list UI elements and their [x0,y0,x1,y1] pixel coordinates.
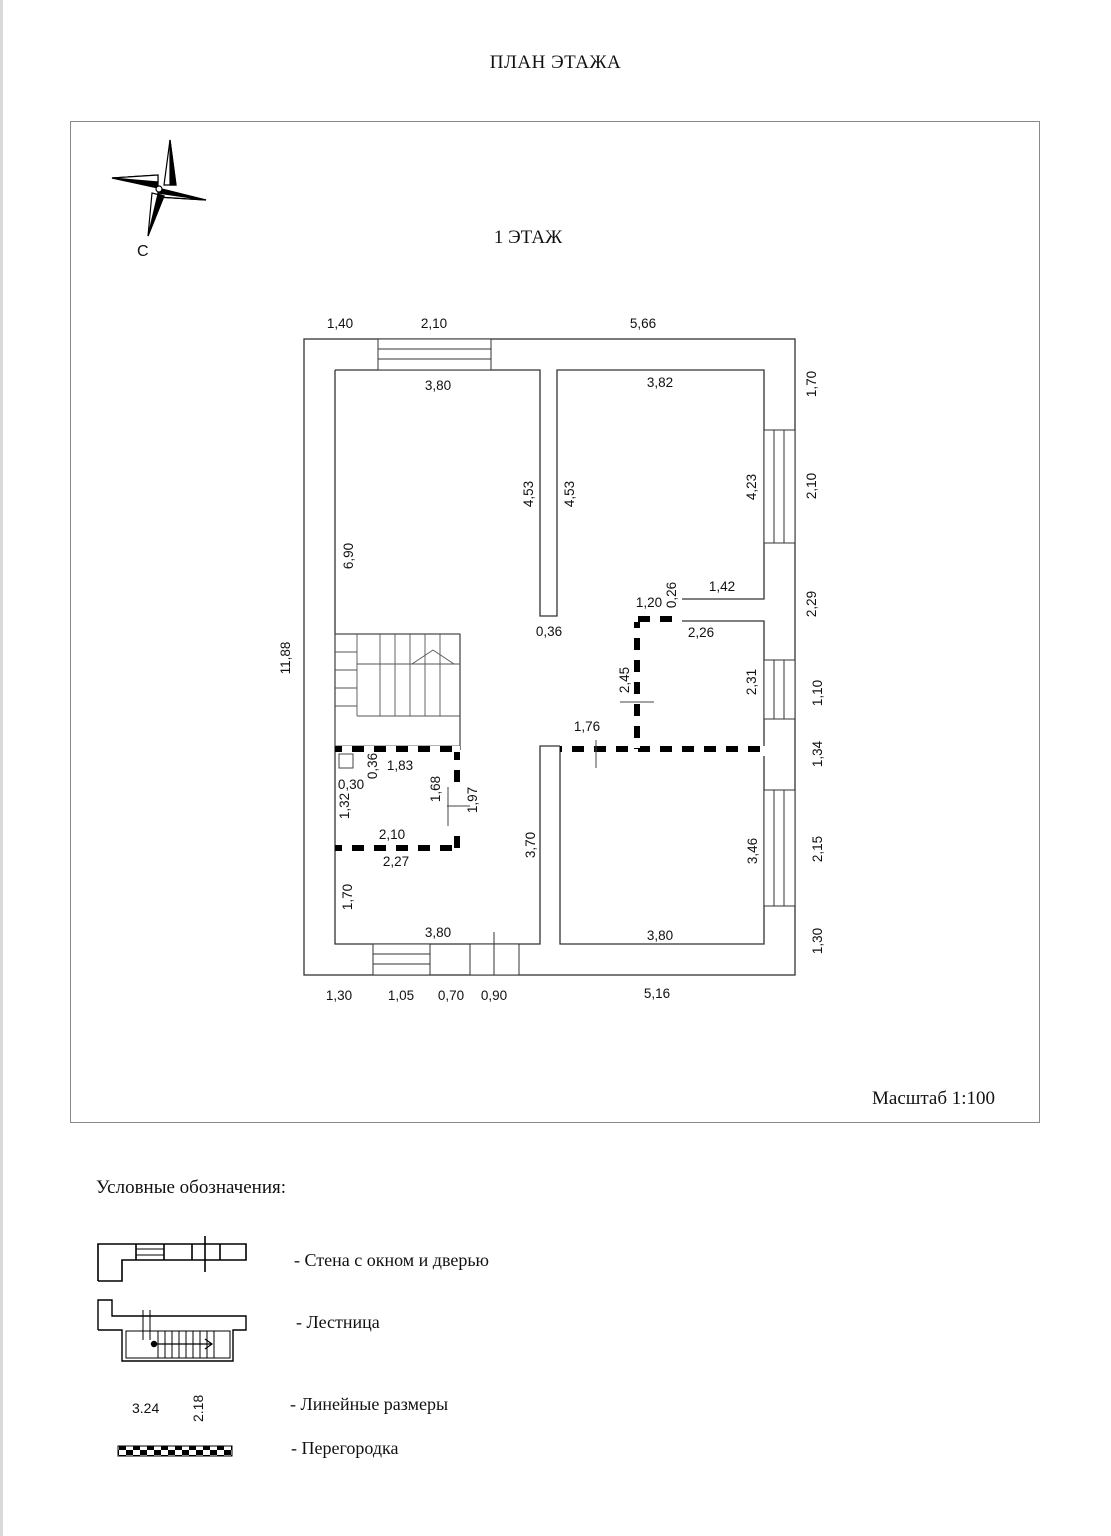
dim: 1,05 [388,988,414,1003]
legend-title: Условные обозначения: [96,1177,287,1198]
page-edge [0,0,3,1536]
legend-sample-dimension: 3.24 [132,1400,160,1416]
legend-label-partition: - Перегородка [291,1438,399,1458]
dim: 2,27 [383,854,409,869]
window-top [377,338,492,371]
dim: 3,70 [523,832,538,858]
dim: 1,97 [465,787,480,813]
window-bottom [372,943,431,976]
window-right-middle [763,659,796,720]
scale-label: Масштаб 1:100 [872,1088,996,1109]
dim: 1,40 [327,316,353,331]
interior-doors [447,701,654,826]
dim: 3,80 [425,925,451,940]
dim: 6,90 [341,543,356,569]
dim: 2,29 [804,591,819,617]
dim: 1,10 [810,680,825,706]
north-letter: С [137,243,149,260]
dim: 1,68 [428,776,443,802]
dim: 3,80 [647,928,673,943]
compass-icon [111,139,207,237]
dim: 2,10 [379,827,405,842]
dim: 5,66 [630,316,656,331]
dim: 1,76 [574,719,600,734]
dim: 1,70 [804,371,819,397]
dim: 0,90 [481,988,507,1003]
legend-label-dimensions: - Линейные размеры [290,1394,449,1414]
entrance-door [469,932,520,976]
staircase-legend-icon [97,1299,247,1362]
window-right-lower [763,789,796,907]
partitions [335,616,764,851]
dim: 1,32 [337,793,352,819]
floor-title: 1 ЭТАЖ [494,227,563,248]
dimension-labels: 1,40 2,10 5,66 1,70 2,10 2,29 1,10 1,34 … [278,316,825,1003]
legend-label-stairs: - Лестница [296,1312,380,1332]
dim: 3,82 [647,375,673,390]
dim: 0,30 [338,777,364,792]
dim: 1,70 [340,884,355,910]
dim: 3,80 [425,378,451,393]
fixture [338,753,354,769]
dim: 4,23 [744,474,759,500]
legend-sample-dimension-vertical: 2.18 [190,1394,206,1422]
drawing-frame [70,121,1040,1123]
staircase [334,633,461,747]
dim: 2,10 [804,473,819,499]
dim: 3,46 [745,838,760,864]
window-right-upper [763,429,796,544]
wall-window-door-icon [97,1236,247,1282]
legend-label-wall: - Стена с окном и дверью [294,1250,489,1270]
dim: 0,36 [536,624,562,639]
dim: 4,53 [562,481,577,507]
dim: 2,15 [810,836,825,862]
dim: 1,42 [709,579,735,594]
dim: 1,34 [810,740,825,767]
dim: 5,16 [644,986,670,1001]
dim: 2,31 [744,669,759,695]
dim: 11,88 [278,642,293,675]
walls [303,338,796,976]
dim: 1,30 [810,928,825,954]
dim: 1,20 [636,595,662,610]
dim: 1,30 [326,988,352,1003]
dim: 2,10 [421,316,447,331]
dim: 0,70 [438,988,464,1003]
dim: 0,26 [664,582,679,608]
dim: 4,53 [521,481,536,507]
dim: 0,36 [365,753,380,779]
dim: 2,26 [688,625,714,640]
page-title: ПЛАН ЭТАЖА [489,52,622,73]
dim: 2,45 [617,667,632,693]
partition-legend-icon [117,1445,233,1457]
dim: 1,83 [387,758,413,773]
